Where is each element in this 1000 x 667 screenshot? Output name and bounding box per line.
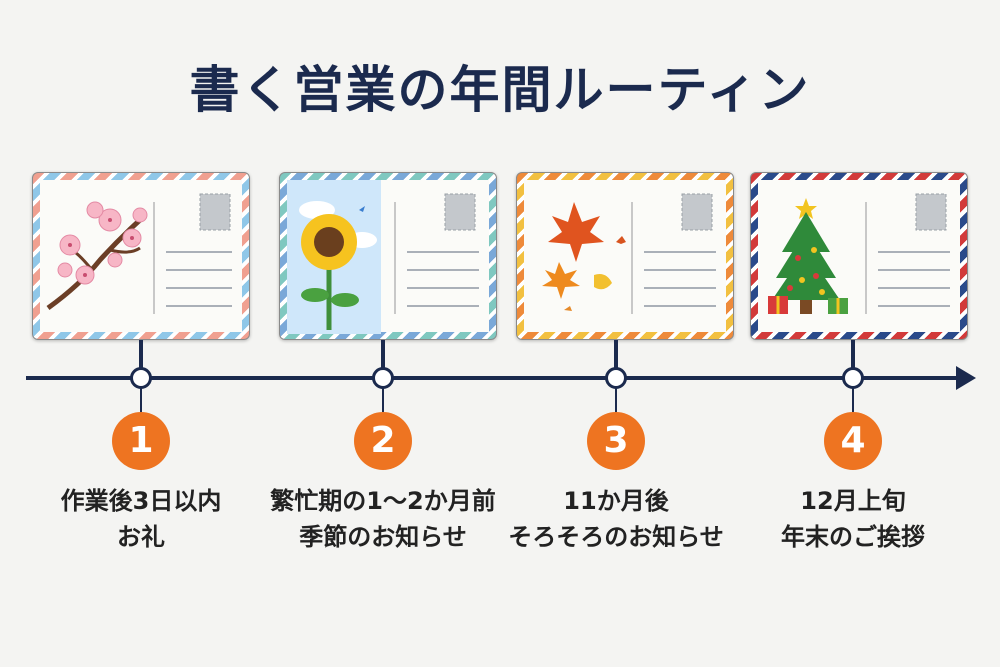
timeline-arrow-icon bbox=[956, 366, 976, 390]
maple-leaf-icon bbox=[542, 202, 626, 311]
cherry-blossom-icon bbox=[46, 201, 148, 311]
badge-connector-4 bbox=[852, 386, 854, 412]
card-connector-2 bbox=[381, 340, 385, 370]
step-label-1: 作業後3日以内 お礼 bbox=[11, 483, 271, 555]
step-number-1: 1 bbox=[112, 412, 170, 470]
step-timing-4: 12月上旬 bbox=[800, 487, 906, 515]
step-label-4: 12月上旬 年末のご挨拶 bbox=[723, 483, 983, 555]
step-action-2: 季節のお知らせ bbox=[299, 523, 467, 551]
step-timing-3: 11か月後 bbox=[563, 487, 669, 515]
badge-connector-1 bbox=[140, 386, 142, 412]
postcard-2 bbox=[279, 172, 497, 340]
card-connector-3 bbox=[614, 340, 618, 370]
card-connector-1 bbox=[139, 340, 143, 370]
step-timing-2: 繁忙期の1～2か月前 bbox=[270, 487, 496, 515]
sunflower-icon bbox=[299, 201, 377, 330]
stamp-icon bbox=[199, 193, 231, 231]
postcard-4 bbox=[750, 172, 968, 340]
badge-connector-2 bbox=[382, 386, 384, 412]
card-connector-4 bbox=[851, 340, 855, 370]
step-timing-1: 作業後3日以内 bbox=[60, 487, 222, 515]
postcard-3 bbox=[516, 172, 734, 340]
step-action-3: そろそろのお知らせ bbox=[508, 523, 724, 551]
step-action-4: 年末のご挨拶 bbox=[781, 523, 925, 551]
timeline-line bbox=[26, 376, 960, 380]
step-label-2: 繁忙期の1～2か月前 季節のお知らせ bbox=[253, 483, 513, 555]
christmas-tree-icon bbox=[768, 198, 848, 314]
stamp-icon bbox=[681, 193, 713, 231]
postcard-1 bbox=[32, 172, 250, 340]
badge-connector-3 bbox=[615, 386, 617, 412]
step-number-3: 3 bbox=[587, 412, 645, 470]
step-number-4: 4 bbox=[824, 412, 882, 470]
page-title: 書く営業の年間ルーティン bbox=[189, 61, 811, 119]
step-label-3: 11か月後 そろそろのお知らせ bbox=[486, 483, 746, 555]
step-number-2: 2 bbox=[354, 412, 412, 470]
stamp-icon bbox=[915, 193, 947, 231]
step-action-1: お礼 bbox=[117, 523, 165, 551]
stamp-icon bbox=[444, 193, 476, 231]
